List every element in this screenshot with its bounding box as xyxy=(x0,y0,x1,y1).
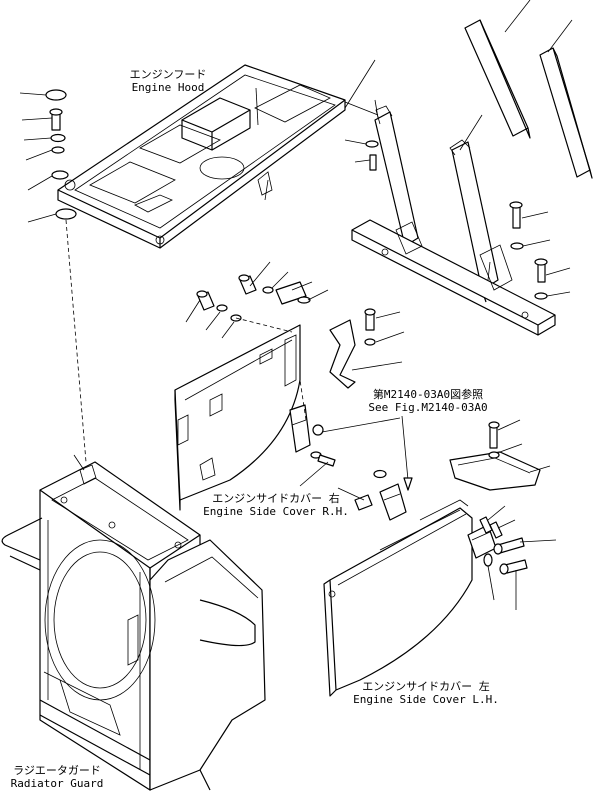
engine-hood-label-en: Engine Hood xyxy=(131,81,205,94)
rh-cover-fasteners xyxy=(185,261,329,339)
latch-bracket xyxy=(329,308,405,389)
radiator-guard-label: ラジエータガード Radiator Guard xyxy=(2,764,112,790)
see-fig-label-en: See Fig.M2140-03A0 xyxy=(368,401,488,414)
see-fig-label-jp: 第M2140-03A0図参照 xyxy=(372,388,484,401)
engine-hood-label-jp: エンジンフード xyxy=(129,68,207,81)
lh-hinge-assembly xyxy=(337,419,551,521)
side-cover-rh-label: エンジンサイドカバー 右 Engine Side Cover R.H. xyxy=(192,492,360,518)
bracket-fasteners-right xyxy=(509,201,571,300)
engine-side-cover-rh xyxy=(174,324,301,511)
radiator-guard-label-jp: ラジエータガード xyxy=(13,764,101,777)
hood-support-bracket xyxy=(351,99,556,336)
side-cover-lh-label-jp: エンジンサイドカバー 左 xyxy=(362,680,490,693)
rh-hinge-bracket xyxy=(289,379,401,487)
see-fig-pointer xyxy=(401,415,413,491)
lh-cover-fasteners xyxy=(467,505,557,610)
bracket-fasteners-left xyxy=(344,139,379,171)
engine-side-cover-lh xyxy=(323,499,473,697)
engine-hood xyxy=(57,64,346,249)
side-cover-lh-label: エンジンサイドカバー 左 Engine Side Cover L.H. xyxy=(342,680,510,706)
side-cover-rh-label-jp: エンジンサイドカバー 右 xyxy=(212,492,340,505)
radiator-guard xyxy=(1,454,266,791)
support-bars xyxy=(464,0,593,179)
see-fig-label: 第M2140-03A0図参照 See Fig.M2140-03A0 xyxy=(358,388,498,414)
engine-hood-label: エンジンフード Engine Hood xyxy=(118,68,218,94)
side-cover-lh-label-en: Engine Side Cover L.H. xyxy=(353,693,499,706)
hood-fastener-stack xyxy=(19,89,87,463)
radiator-guard-label-en: Radiator Guard xyxy=(10,777,104,790)
misc-leaders xyxy=(255,59,379,201)
side-cover-rh-label-en: Engine Side Cover R.H. xyxy=(203,505,349,518)
